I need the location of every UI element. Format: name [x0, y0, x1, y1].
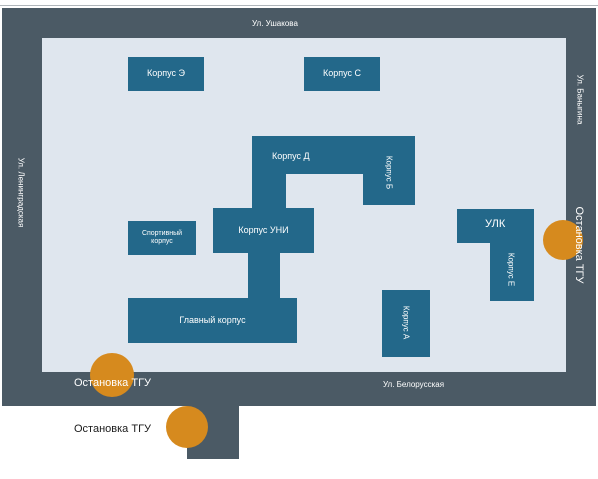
building-a — [382, 290, 430, 357]
building-c: Корпус С — [304, 57, 380, 91]
bus-stop-bottom-marker — [90, 353, 134, 397]
bus-stop-right-label: Остановка ТГУ — [573, 206, 585, 284]
street-right: Ул. Баныгина — [575, 74, 585, 125]
building-e: Корпус Э — [128, 57, 204, 91]
building-a-label: Корпус А — [401, 305, 411, 340]
top-border-line — [0, 5, 598, 6]
bus-stop-outside-label: Остановка ТГУ — [74, 423, 152, 435]
street-bottom: Ул. Белорусская — [383, 380, 445, 389]
street-top: Ул. Ушакова — [252, 19, 298, 28]
building-uni-stem — [248, 252, 280, 302]
building-b-label: Корпус Б — [384, 155, 394, 190]
building-ulk-label: УЛК — [485, 218, 506, 230]
building-ee — [490, 209, 534, 301]
bus-stop-bottom-label: Остановка ТГУ — [74, 377, 152, 389]
bus-stop-right-marker — [543, 220, 583, 260]
street-left: Ул. Ленинградская — [16, 157, 26, 228]
building-b-wing — [363, 136, 415, 205]
bus-stop-outside-marker — [166, 406, 208, 448]
building-ee-label: Корпус Е — [506, 252, 516, 287]
building-d-label: Корпус Д — [272, 151, 310, 161]
building-d-stem — [252, 136, 286, 214]
building-uni: Корпус УНИ — [213, 208, 314, 253]
building-sport: Спортивный корпус — [128, 221, 196, 255]
building-main: Главный корпус — [128, 298, 297, 343]
